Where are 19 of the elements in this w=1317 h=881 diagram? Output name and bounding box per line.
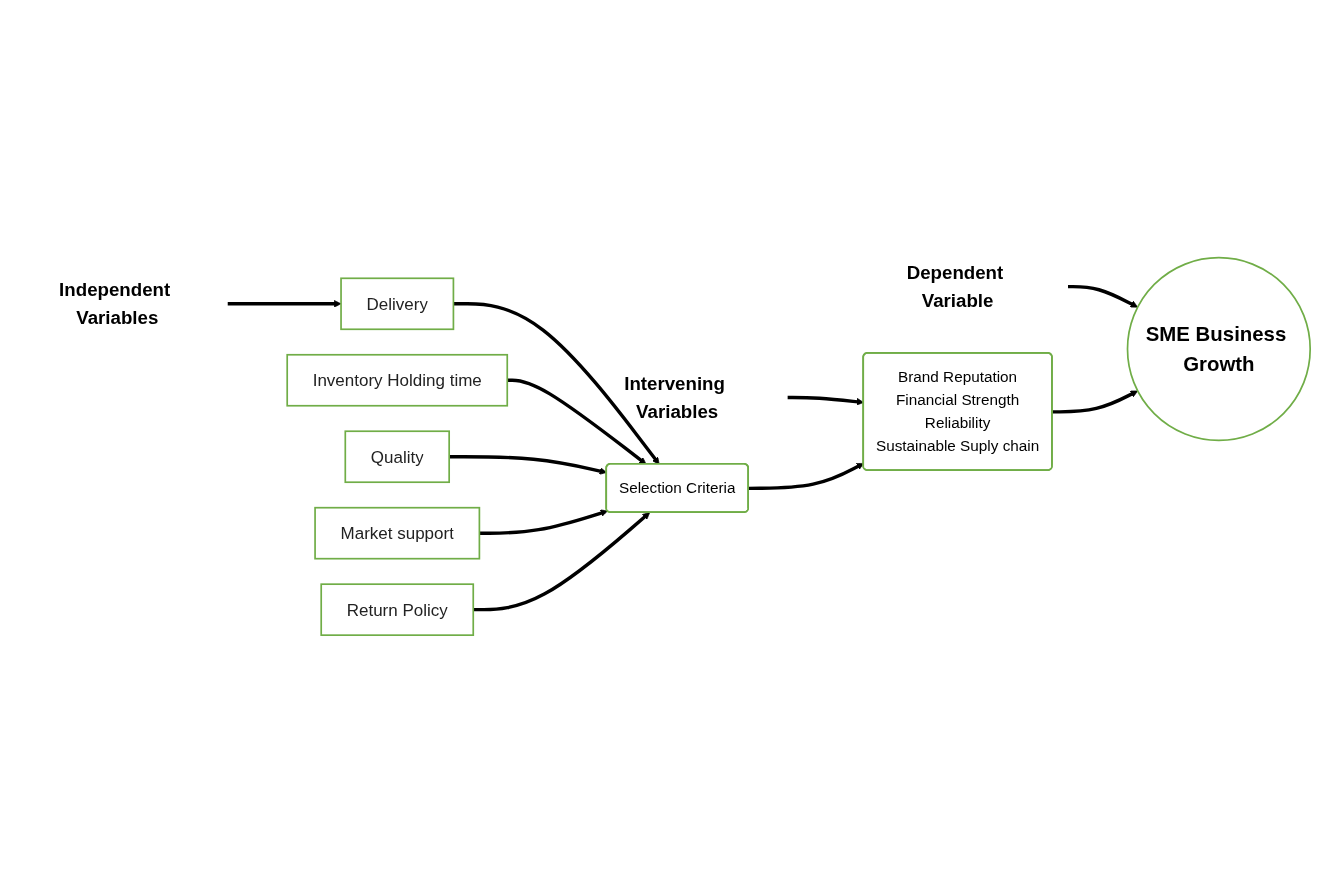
arrow bbox=[1052, 390, 1138, 414]
arrow bbox=[748, 463, 864, 491]
node-box: Quality bbox=[344, 430, 450, 484]
arrow bbox=[1068, 284, 1138, 308]
node-text: Independent Variables bbox=[59, 279, 171, 329]
arrow bbox=[227, 300, 342, 308]
node-box: Delivery bbox=[340, 277, 455, 331]
node-box: Market support bbox=[314, 506, 481, 560]
arrow bbox=[507, 378, 647, 465]
node-box: Return Policy bbox=[320, 583, 475, 636]
node-circle: SME Business Growth bbox=[1126, 256, 1312, 442]
node-text: Dependent Variable bbox=[906, 261, 1004, 312]
arrow bbox=[479, 509, 608, 535]
arrow bbox=[787, 395, 864, 406]
arrow bbox=[449, 455, 607, 475]
arrow bbox=[473, 512, 651, 612]
node-text: Intervening Variables bbox=[624, 372, 725, 423]
arrow bbox=[453, 302, 660, 465]
node-box: Inventory Holding time bbox=[286, 353, 509, 407]
